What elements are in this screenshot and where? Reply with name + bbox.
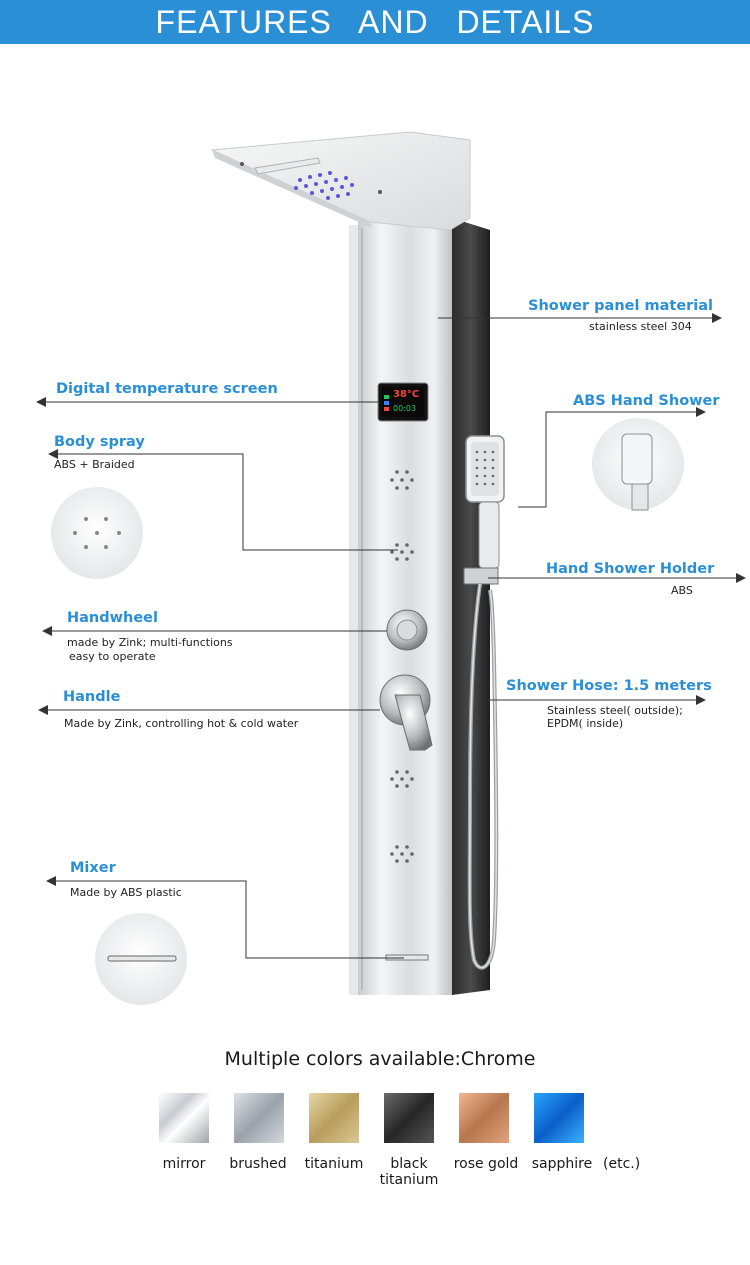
color-name-black-titanium: black titanium	[364, 1156, 454, 1188]
display-temperature: 38°C	[393, 389, 420, 400]
page-title: FEATURES AND DETAILS	[155, 4, 595, 40]
display-time: 00:03	[393, 404, 417, 413]
panel-front	[358, 218, 452, 995]
color-name-titanium: titanium	[304, 1156, 364, 1172]
body-spray-jets	[390, 470, 414, 863]
swatch-titanium	[309, 1093, 359, 1143]
panel-material-detail: stainless steel 304	[589, 320, 692, 333]
handwheel-label: Handwheel	[67, 610, 158, 626]
body-spray-label: Body spray	[54, 434, 145, 450]
hose-label: Shower Hose: 1.5 meters	[506, 678, 712, 694]
panel-material-label: Shower panel material	[528, 298, 714, 314]
mixer-label: Mixer	[70, 860, 116, 876]
color-name-brushed: brushed	[229, 1156, 287, 1172]
color-name-black: black	[390, 1156, 428, 1172]
handle-detail: Made by Zink, controlling hot & cold wat…	[64, 717, 299, 730]
waterfall-slot	[254, 157, 321, 175]
body-spray-detail: ABS + Braided	[54, 458, 135, 471]
header-banner: FEATURES AND DETAILS	[0, 0, 750, 44]
color-etc: (etc.)	[603, 1156, 641, 1172]
holder-detail: ABS	[671, 584, 693, 597]
shower-nozzles	[294, 171, 354, 200]
color-name-black-titanium-2: titanium	[379, 1172, 439, 1188]
swatch-mirror	[159, 1093, 209, 1143]
handle-lever	[394, 694, 433, 751]
hose-detail-1: Stainless steel( outside);	[547, 704, 683, 717]
panel-dark-side	[452, 218, 490, 995]
hand-shower-holder	[463, 567, 499, 585]
color-name-mirror: mirror	[162, 1156, 206, 1172]
swatch-black-titanium	[384, 1093, 434, 1143]
mixer-detail: Made by ABS plastic	[70, 886, 182, 899]
hand-shower-label: ABS Hand Shower	[573, 393, 720, 409]
color-name-rose-gold: rose gold	[453, 1156, 519, 1172]
swatch-rose-gold	[459, 1093, 509, 1143]
colors-title: Multiple colors available:Chrome	[224, 1048, 536, 1070]
holder-label: Hand Shower Holder	[546, 561, 715, 577]
handwheel-detail-2: easy to operate	[69, 650, 156, 663]
hose-detail-2: EPDM( inside)	[547, 717, 624, 730]
handwheel-detail-1: made by Zink; multi-functions	[67, 636, 233, 649]
swatch-brushed	[234, 1093, 284, 1143]
rain-shower-head	[210, 131, 471, 231]
temp-screen-label: Digital temperature screen	[56, 381, 278, 397]
color-name-sapphire: sapphire	[531, 1156, 593, 1172]
swatch-sapphire	[534, 1093, 584, 1143]
hand-shower-grip	[478, 501, 500, 569]
handle-label: Handle	[63, 689, 121, 705]
